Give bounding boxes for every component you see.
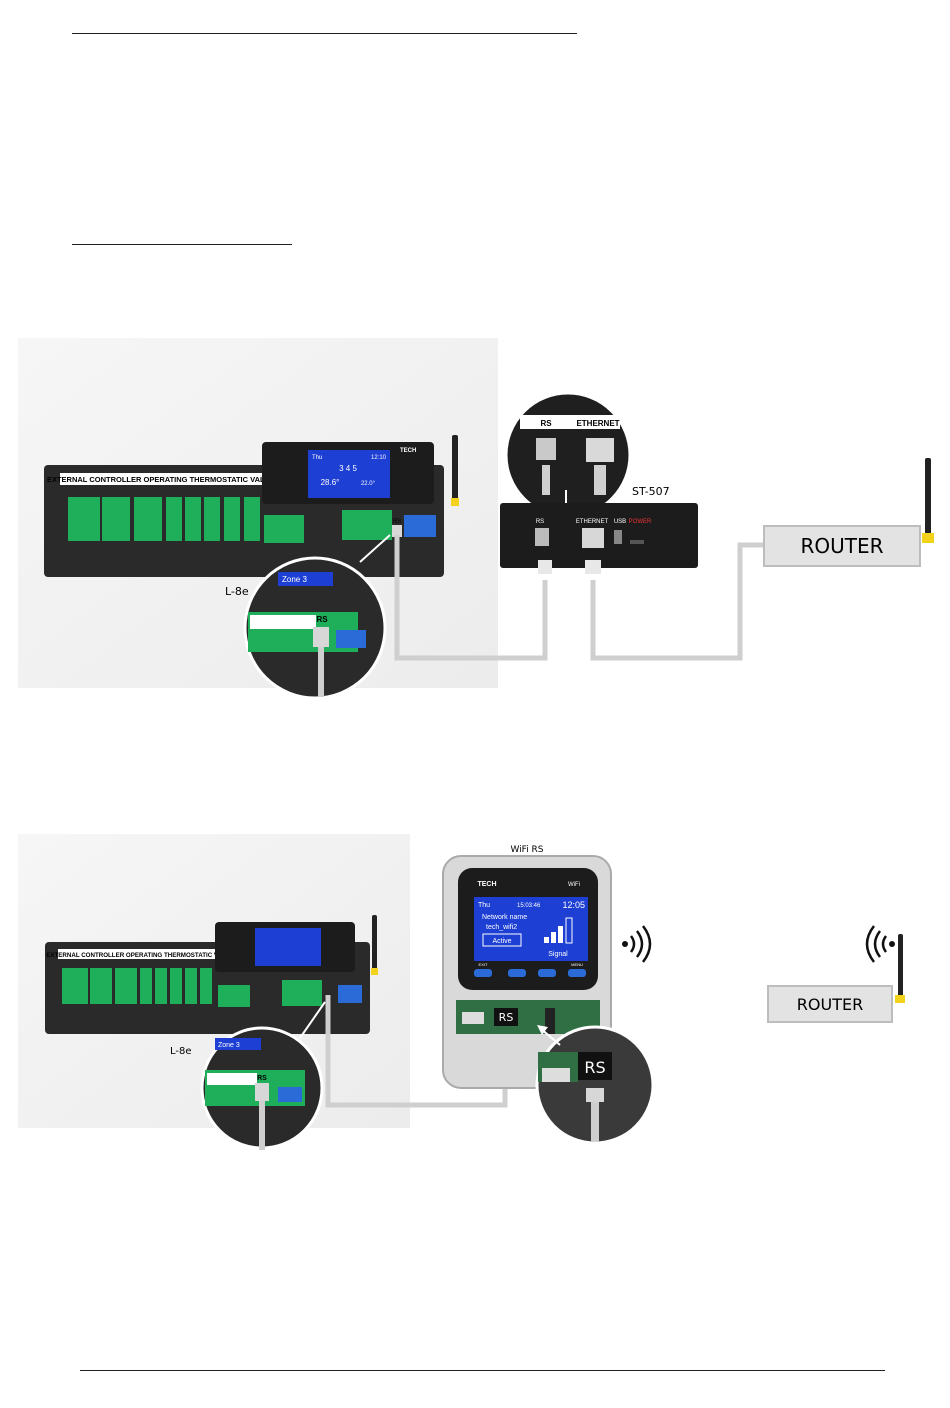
- router-wifi-icon: [865, 925, 895, 963]
- controller-rs-zoom: Zone 3 RS: [243, 556, 387, 700]
- footer-rule: [80, 1370, 885, 1371]
- svg-text:22.0°: 22.0°: [361, 481, 376, 487]
- wifi-rs-module: TECH WiFi Thu 15:03:46 12:05 Network nam…: [442, 855, 612, 1089]
- svg-text:TECH: TECH: [477, 881, 496, 888]
- diagram-1-canvas: EXTERNAL CONTROLLER OPERATING THERMOSTAT…: [18, 338, 934, 700]
- svg-text:WiFi: WiFi: [568, 882, 580, 888]
- st507-port-zoom: RS ETHERNET: [504, 391, 632, 519]
- diagram-wifi-connection: EXTERNAL CONTROLLER OPERATING THERMOSTAT…: [0, 830, 950, 1151]
- router-1: ROUTER: [763, 458, 934, 567]
- svg-text:tech_wifi2: tech_wifi2: [486, 924, 517, 931]
- terminal-blocks: [68, 497, 436, 543]
- heading-rule-1: [72, 33, 577, 34]
- svg-text:Active: Active: [492, 938, 511, 945]
- svg-text:POWER: POWER: [629, 519, 652, 525]
- svg-text:RS: RS: [316, 615, 328, 624]
- st507-module: RS ETHERNET USB POWER: [500, 503, 698, 574]
- svg-text:15:03:46: 15:03:46: [517, 903, 541, 909]
- svg-text:RS: RS: [257, 1075, 267, 1082]
- svg-text:3 4 5: 3 4 5: [339, 464, 357, 473]
- svg-text:RS: RS: [393, 519, 401, 525]
- svg-text:Thu: Thu: [478, 902, 490, 909]
- svg-text:RS: RS: [536, 519, 544, 525]
- svg-text:ETHERNET: ETHERNET: [576, 519, 609, 525]
- svg-text:ROUTER: ROUTER: [797, 995, 863, 1014]
- wifi-rs-zoom: RS: [535, 1025, 655, 1145]
- controller-rs-zoom-2: Zone 3 RS: [200, 1026, 324, 1151]
- svg-text:ROUTER: ROUTER: [800, 534, 883, 558]
- controller-header: EXTERNAL CONTROLLER OPERATING THERMOSTAT…: [47, 475, 279, 484]
- diagram-ethernet-connection: EXTERNAL CONTROLLER OPERATING THERMOSTAT…: [0, 330, 950, 710]
- brand-logo: TECH: [400, 448, 416, 454]
- wifi-module-label: WiFi RS: [510, 845, 543, 855]
- svg-text:12:05: 12:05: [562, 900, 585, 910]
- svg-text:EXTERNAL CONTROLLER OPERATING: EXTERNAL CONTROLLER OPERATING THERMOSTAT…: [46, 952, 237, 959]
- router-2: ROUTER: [767, 934, 905, 1023]
- svg-text:Zone 3: Zone 3: [218, 1042, 240, 1049]
- svg-text:28.6°: 28.6°: [321, 478, 340, 487]
- svg-text:12:10: 12:10: [371, 455, 387, 461]
- controller-name-label-2: L-8e: [170, 1046, 192, 1057]
- svg-text:ETHERNET: ETHERNET: [576, 419, 619, 428]
- wifi-screen: [474, 897, 588, 961]
- svg-text:Network name: Network name: [482, 914, 527, 921]
- svg-text:USB: USB: [614, 519, 626, 525]
- l8e-controller: EXTERNAL CONTROLLER OPERATING THERMOSTAT…: [44, 435, 459, 577]
- controller-name-label: L-8e: [225, 585, 249, 598]
- svg-text:RS: RS: [540, 419, 552, 428]
- cable-ethernet: [590, 542, 768, 661]
- l8e-controller-2: EXTERNAL CONTROLLER OPERATING THERMOSTAT…: [45, 915, 378, 1034]
- svg-text:RS: RS: [584, 1058, 605, 1077]
- svg-text:Zone 3: Zone 3: [282, 575, 307, 584]
- controller-screen: [308, 450, 390, 498]
- diagram-2-canvas: EXTERNAL CONTROLLER OPERATING THERMOSTAT…: [18, 834, 905, 1151]
- svg-text:RS: RS: [499, 1011, 514, 1024]
- cable-rs: [394, 535, 548, 661]
- svg-text:EXIT: EXIT: [479, 962, 488, 967]
- svg-text:Signal: Signal: [548, 951, 568, 958]
- controller-antenna: [452, 435, 458, 503]
- heading-rule-2: [72, 244, 292, 245]
- svg-text:Thu: Thu: [312, 455, 322, 461]
- svg-text:MENU: MENU: [571, 962, 583, 967]
- wifi-signal-icon: [622, 925, 652, 963]
- st507-label: ST-507: [632, 485, 670, 498]
